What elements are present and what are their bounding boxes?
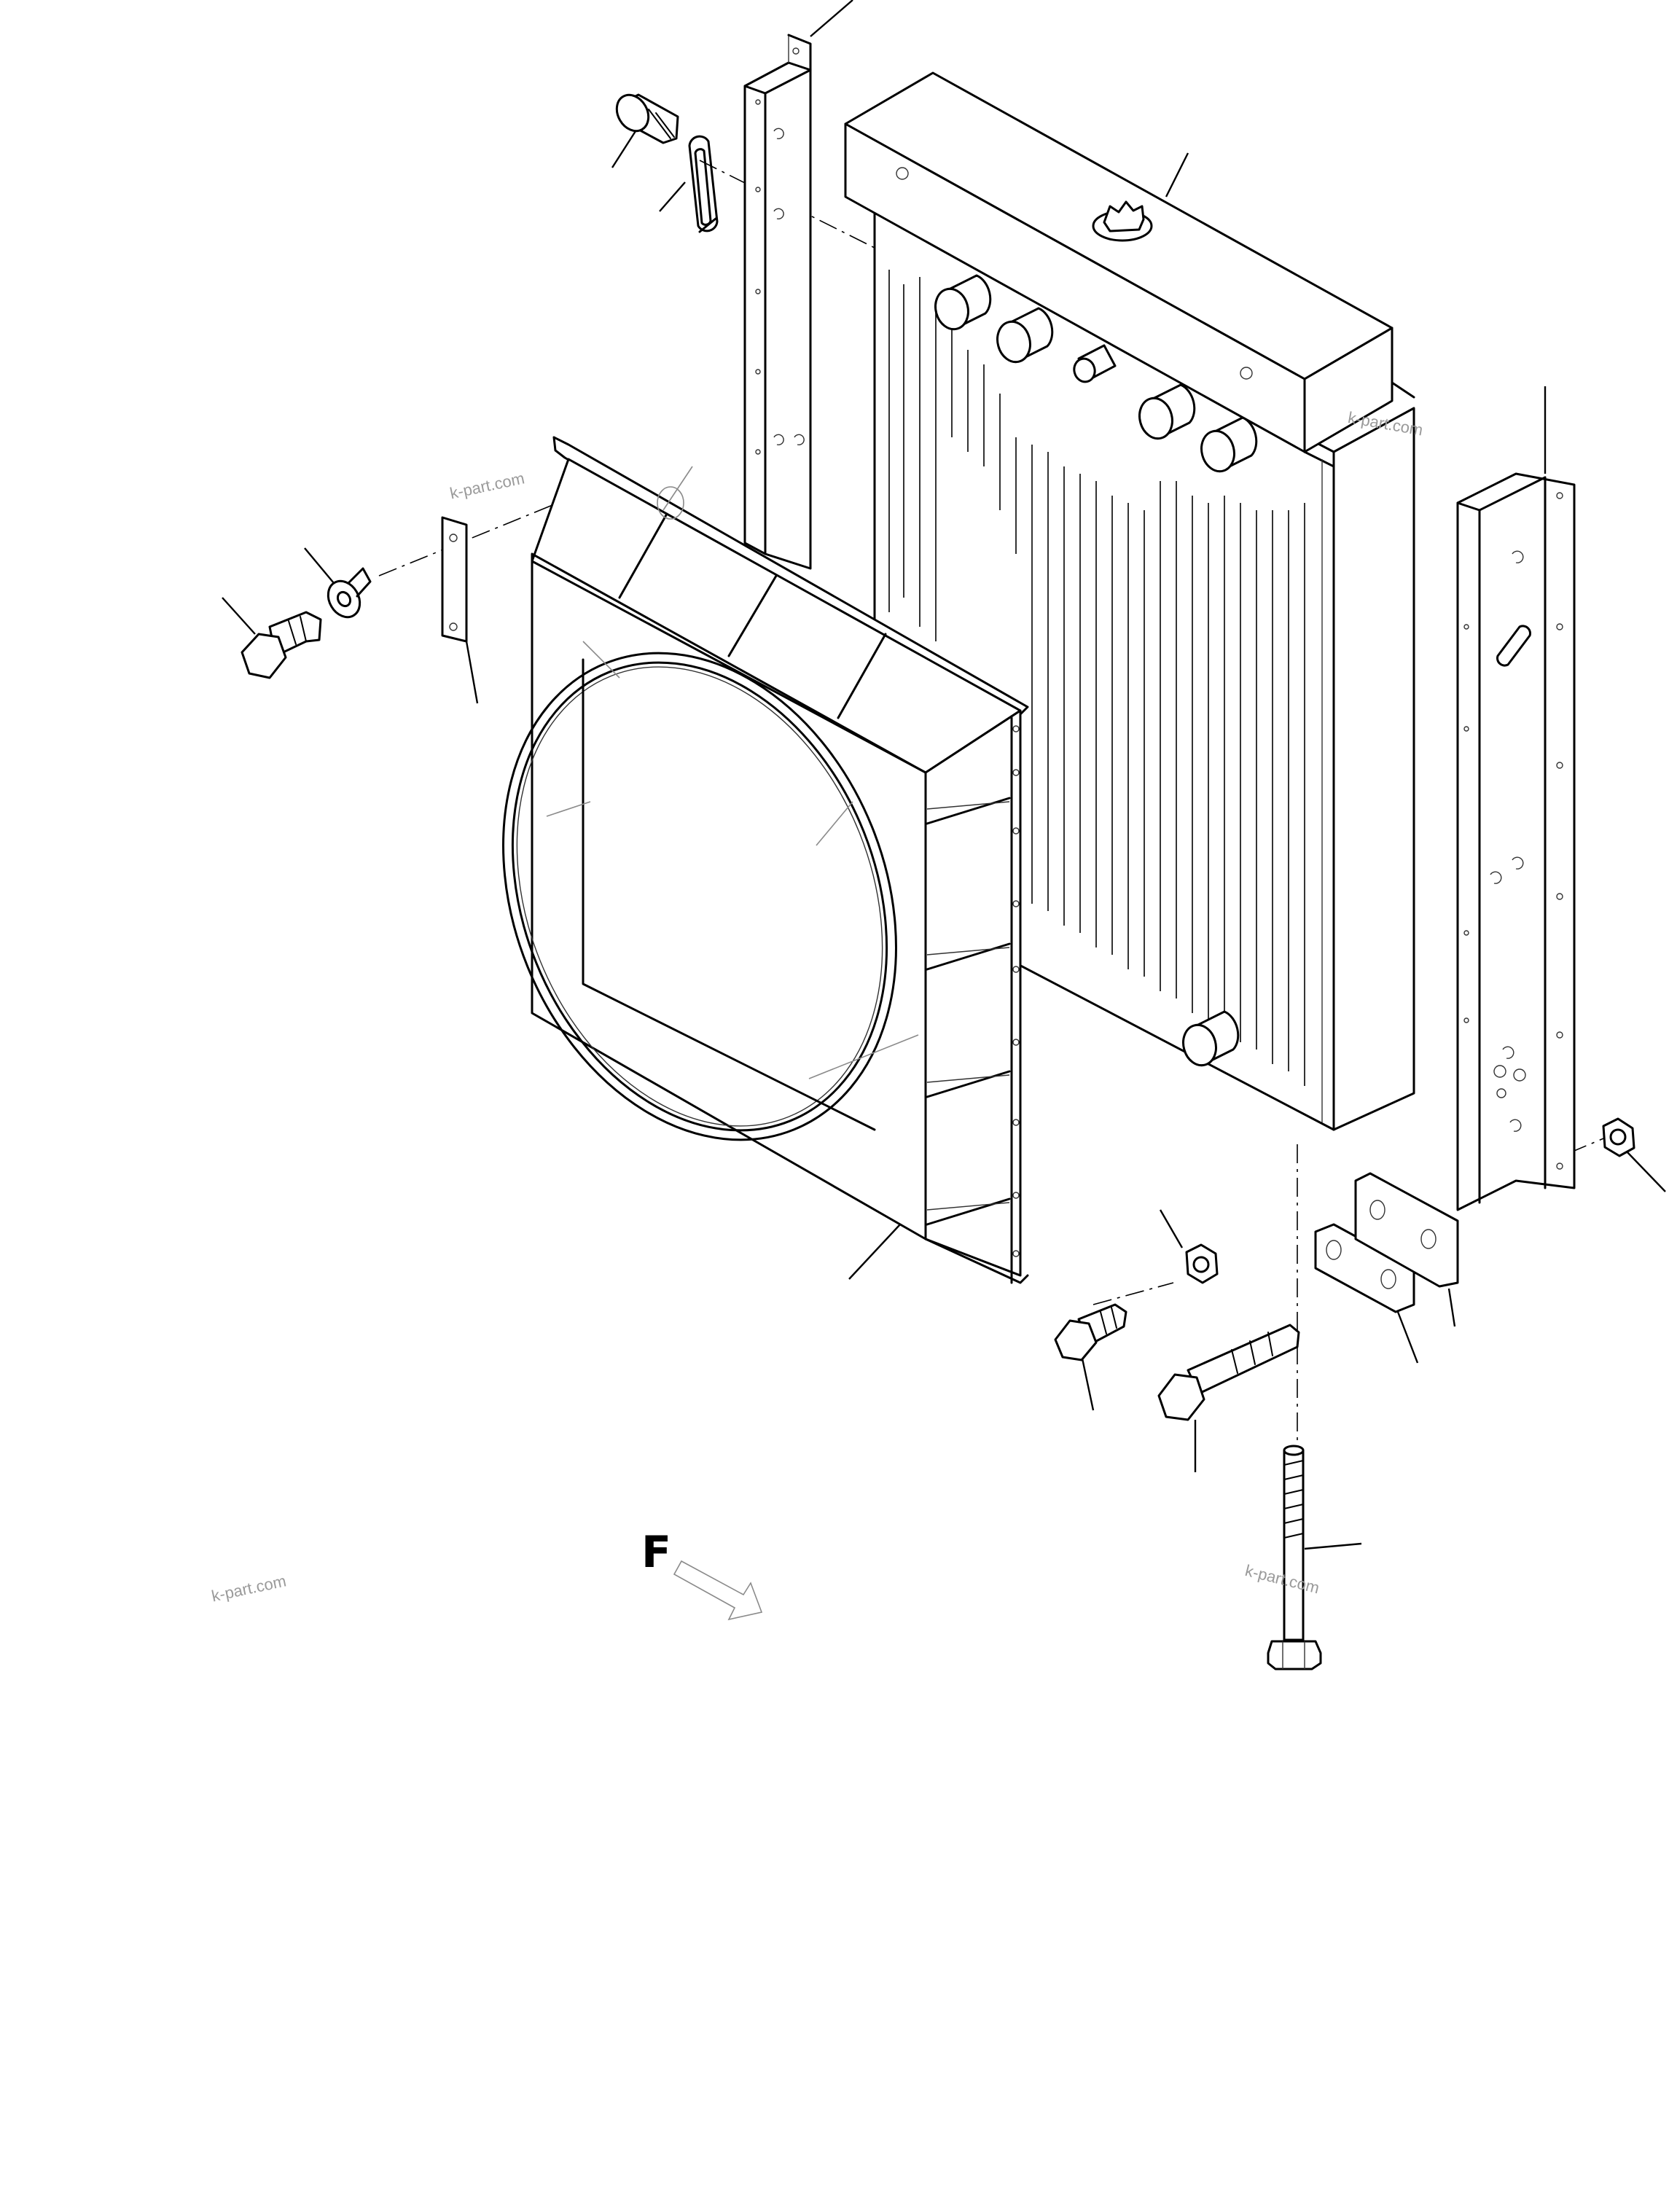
nut-center-icon	[1185, 1243, 1219, 1284]
bolt-short-icon	[1054, 1303, 1127, 1361]
link-strap-icon	[688, 135, 719, 233]
spacer-plate-front-icon	[1314, 1223, 1415, 1313]
washer-icon	[327, 567, 372, 619]
leader-lines	[222, 0, 1666, 1550]
left-side-bracket	[743, 34, 812, 570]
front-direction-arrow-icon	[673, 1560, 763, 1621]
fan-shroud	[502, 436, 1029, 1284]
bolt-top-left-icon	[615, 93, 679, 144]
nut-right-icon	[1602, 1117, 1635, 1157]
radiator-pipe-fittings	[934, 274, 1258, 1067]
bolt-long-icon	[1157, 1324, 1300, 1421]
right-side-bracket	[1456, 472, 1576, 1211]
spacer-plate-back-icon	[1354, 1172, 1459, 1288]
plate-left-icon	[441, 516, 468, 643]
radiator-cap-icon	[1092, 200, 1153, 242]
front-marker-label: F	[641, 1527, 671, 1578]
radiator-fins	[888, 270, 1305, 1086]
bolt-left-icon	[241, 611, 322, 679]
stud-bolt-icon	[1267, 1445, 1322, 1670]
